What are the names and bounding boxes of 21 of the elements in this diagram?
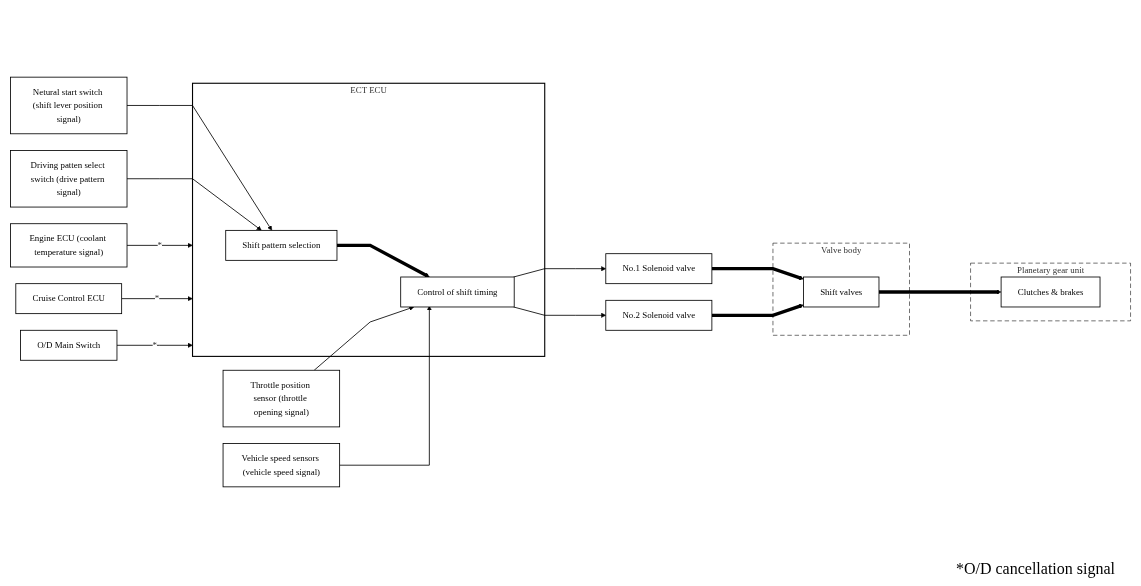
footnote: *O/D cancellation signal: [955, 560, 1115, 578]
node-box: Control of shift timing: [400, 276, 515, 308]
edge-label: *: [152, 340, 157, 350]
arrow: [711, 304, 804, 317]
edge-label: *: [157, 240, 162, 250]
node-box: Shift pattern selection: [225, 229, 338, 261]
edge-label: *: [154, 293, 160, 304]
node-box: Engine ECU (coolant temperature signal): [10, 223, 128, 268]
node-box: O/D Main Switch: [20, 329, 118, 361]
node-box: Clutches & brakes: [1000, 276, 1101, 308]
arrow: [336, 243, 430, 278]
node-box: Shift valves: [803, 276, 880, 308]
node-box: Cruise Control ECU: [15, 283, 123, 315]
node-box: Vehicle speed sensors (vehicle speed signal): [222, 443, 341, 488]
node-box: Throttle position sensor (throttle opening signal): [222, 369, 341, 428]
node-box: No.2 Solenoid valve: [605, 299, 713, 331]
node-box: No.1 Solenoid valve: [605, 253, 713, 285]
node-box: Netural start switch (shift lever position signal): [10, 76, 128, 135]
arrow: [878, 289, 1002, 295]
arrow: [711, 267, 804, 280]
node-box: Driving patten select switch (drive pattern signal): [10, 150, 128, 208]
